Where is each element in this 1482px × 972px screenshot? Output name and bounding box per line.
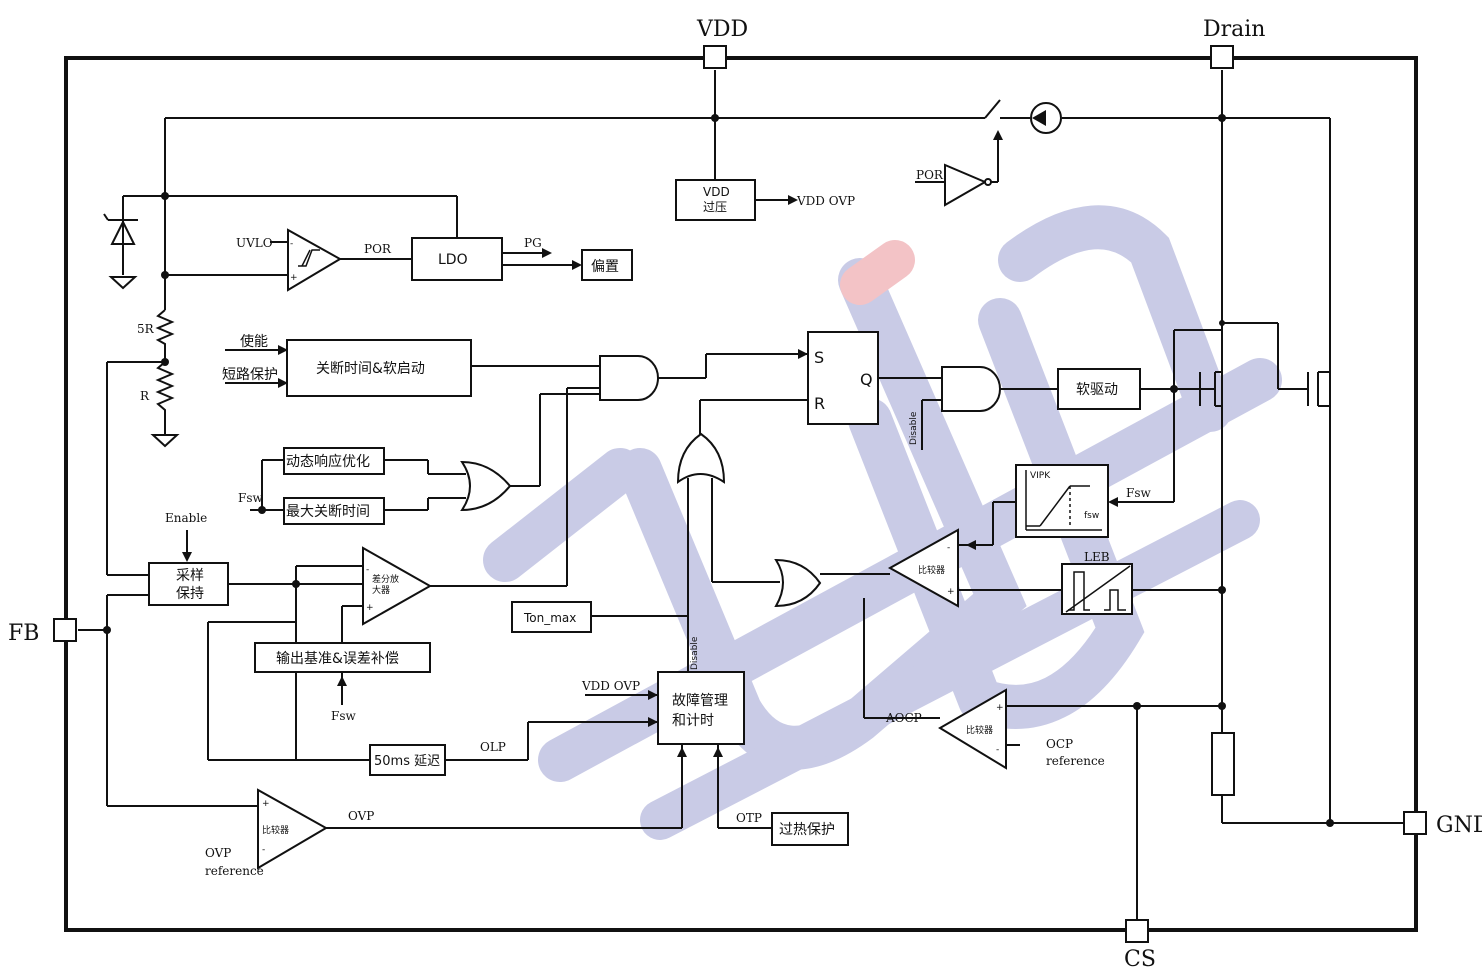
short-prot-label: 短路保护 bbox=[222, 367, 278, 383]
svg-text:-: - bbox=[262, 845, 265, 855]
fsw-label-3: Fsw bbox=[1126, 486, 1151, 500]
pg-label: PG bbox=[524, 236, 542, 250]
por-inv-label: POR bbox=[916, 168, 944, 182]
svg-text:-: - bbox=[366, 565, 369, 575]
fsw-graph-label: fsw bbox=[1084, 511, 1099, 521]
resistor-r-label: R bbox=[140, 389, 150, 403]
enable-label: Enable bbox=[165, 511, 207, 525]
ldo-label: LDO bbox=[438, 252, 468, 268]
resistor-5r-label: 5R bbox=[137, 322, 155, 336]
schmitt-icon bbox=[298, 249, 320, 267]
leb-pulse-icon bbox=[1065, 565, 1131, 613]
pin-fb-label: FB bbox=[8, 621, 39, 646]
bias-label: 偏置 bbox=[591, 259, 619, 275]
fault-mgmt-label: 故障管理和计时 bbox=[672, 693, 728, 729]
svg-text:-: - bbox=[996, 745, 999, 755]
aocp-label: AOCP bbox=[885, 711, 922, 725]
s-label: S bbox=[814, 348, 824, 367]
max-off-label: 最大关断时间 bbox=[286, 504, 370, 520]
svg-text:+: + bbox=[262, 799, 270, 809]
svg-text:-: - bbox=[290, 239, 293, 249]
uvlo-label: UVLO bbox=[236, 236, 273, 250]
pin-signs: - + - + + - - + + - bbox=[262, 239, 1004, 855]
block-boxes bbox=[148, 179, 1235, 846]
soft-start-label: 关断时间&软启动 bbox=[316, 361, 425, 377]
disable-label-2: Disable bbox=[690, 636, 700, 670]
svg-text:+: + bbox=[996, 703, 1004, 713]
enable-cn-label: 使能 bbox=[240, 333, 268, 350]
logic-gates bbox=[460, 355, 1001, 608]
comp-ovp-label: 比较器 bbox=[262, 824, 289, 836]
svg-text:+: + bbox=[947, 587, 955, 597]
svg-text:+: + bbox=[366, 603, 374, 613]
watermark-logo bbox=[483, 205, 1282, 840]
fsw-label-1: Fsw bbox=[238, 491, 263, 505]
vdd-ovp-in-label: VDD OVP bbox=[581, 679, 640, 693]
r-in-label: R bbox=[814, 394, 825, 413]
junctions bbox=[103, 114, 1334, 827]
comp-cs-label: 比较器 bbox=[918, 564, 945, 576]
pin-cs-label: CS bbox=[1124, 947, 1156, 972]
soft-drive-label: 软驱动 bbox=[1076, 382, 1118, 398]
delay-50ms-label: 50ms 延迟 bbox=[374, 754, 440, 769]
arrows bbox=[182, 110, 1118, 757]
q-label: Q bbox=[860, 370, 873, 389]
svg-text:+: + bbox=[290, 273, 298, 283]
vdd-ovp-out-label: VDD OVP bbox=[796, 194, 855, 208]
svg-text:-: - bbox=[947, 543, 950, 553]
ovp-label: OVP bbox=[348, 809, 374, 823]
comp-aocp-label: 比较器 bbox=[966, 724, 993, 736]
vipk-graph-icon bbox=[1025, 470, 1102, 531]
pin-gnd-label: GND bbox=[1436, 813, 1482, 838]
pin-vdd-label: VDD bbox=[696, 17, 748, 42]
pin-drain-label: Drain bbox=[1203, 17, 1265, 42]
fsw-label-2: Fsw bbox=[331, 709, 356, 723]
vipk-label: VIPK bbox=[1030, 471, 1051, 481]
ground-icon bbox=[150, 434, 180, 448]
diff-amp-label: 差分放大器 bbox=[372, 573, 399, 596]
pin-pads bbox=[53, 45, 1427, 943]
ton-max-label: Ton_max bbox=[523, 611, 576, 625]
otp-block-label: 过热保护 bbox=[779, 822, 835, 838]
disable-label: Disable bbox=[909, 411, 919, 445]
zener-diode-icon bbox=[103, 213, 138, 290]
wiring bbox=[64, 56, 1418, 932]
leb-label: LEB bbox=[1084, 550, 1110, 564]
por-label: POR bbox=[364, 242, 392, 256]
dyn-opt-label: 动态响应优化 bbox=[286, 453, 370, 470]
amplifiers bbox=[257, 163, 1007, 870]
olp-label: OLP bbox=[480, 740, 506, 754]
otp-label: OTP bbox=[736, 811, 762, 825]
sample-hold-label: 采样保持 bbox=[176, 568, 204, 602]
ref-comp-label: 输出基准&误差补偿 bbox=[276, 650, 399, 667]
